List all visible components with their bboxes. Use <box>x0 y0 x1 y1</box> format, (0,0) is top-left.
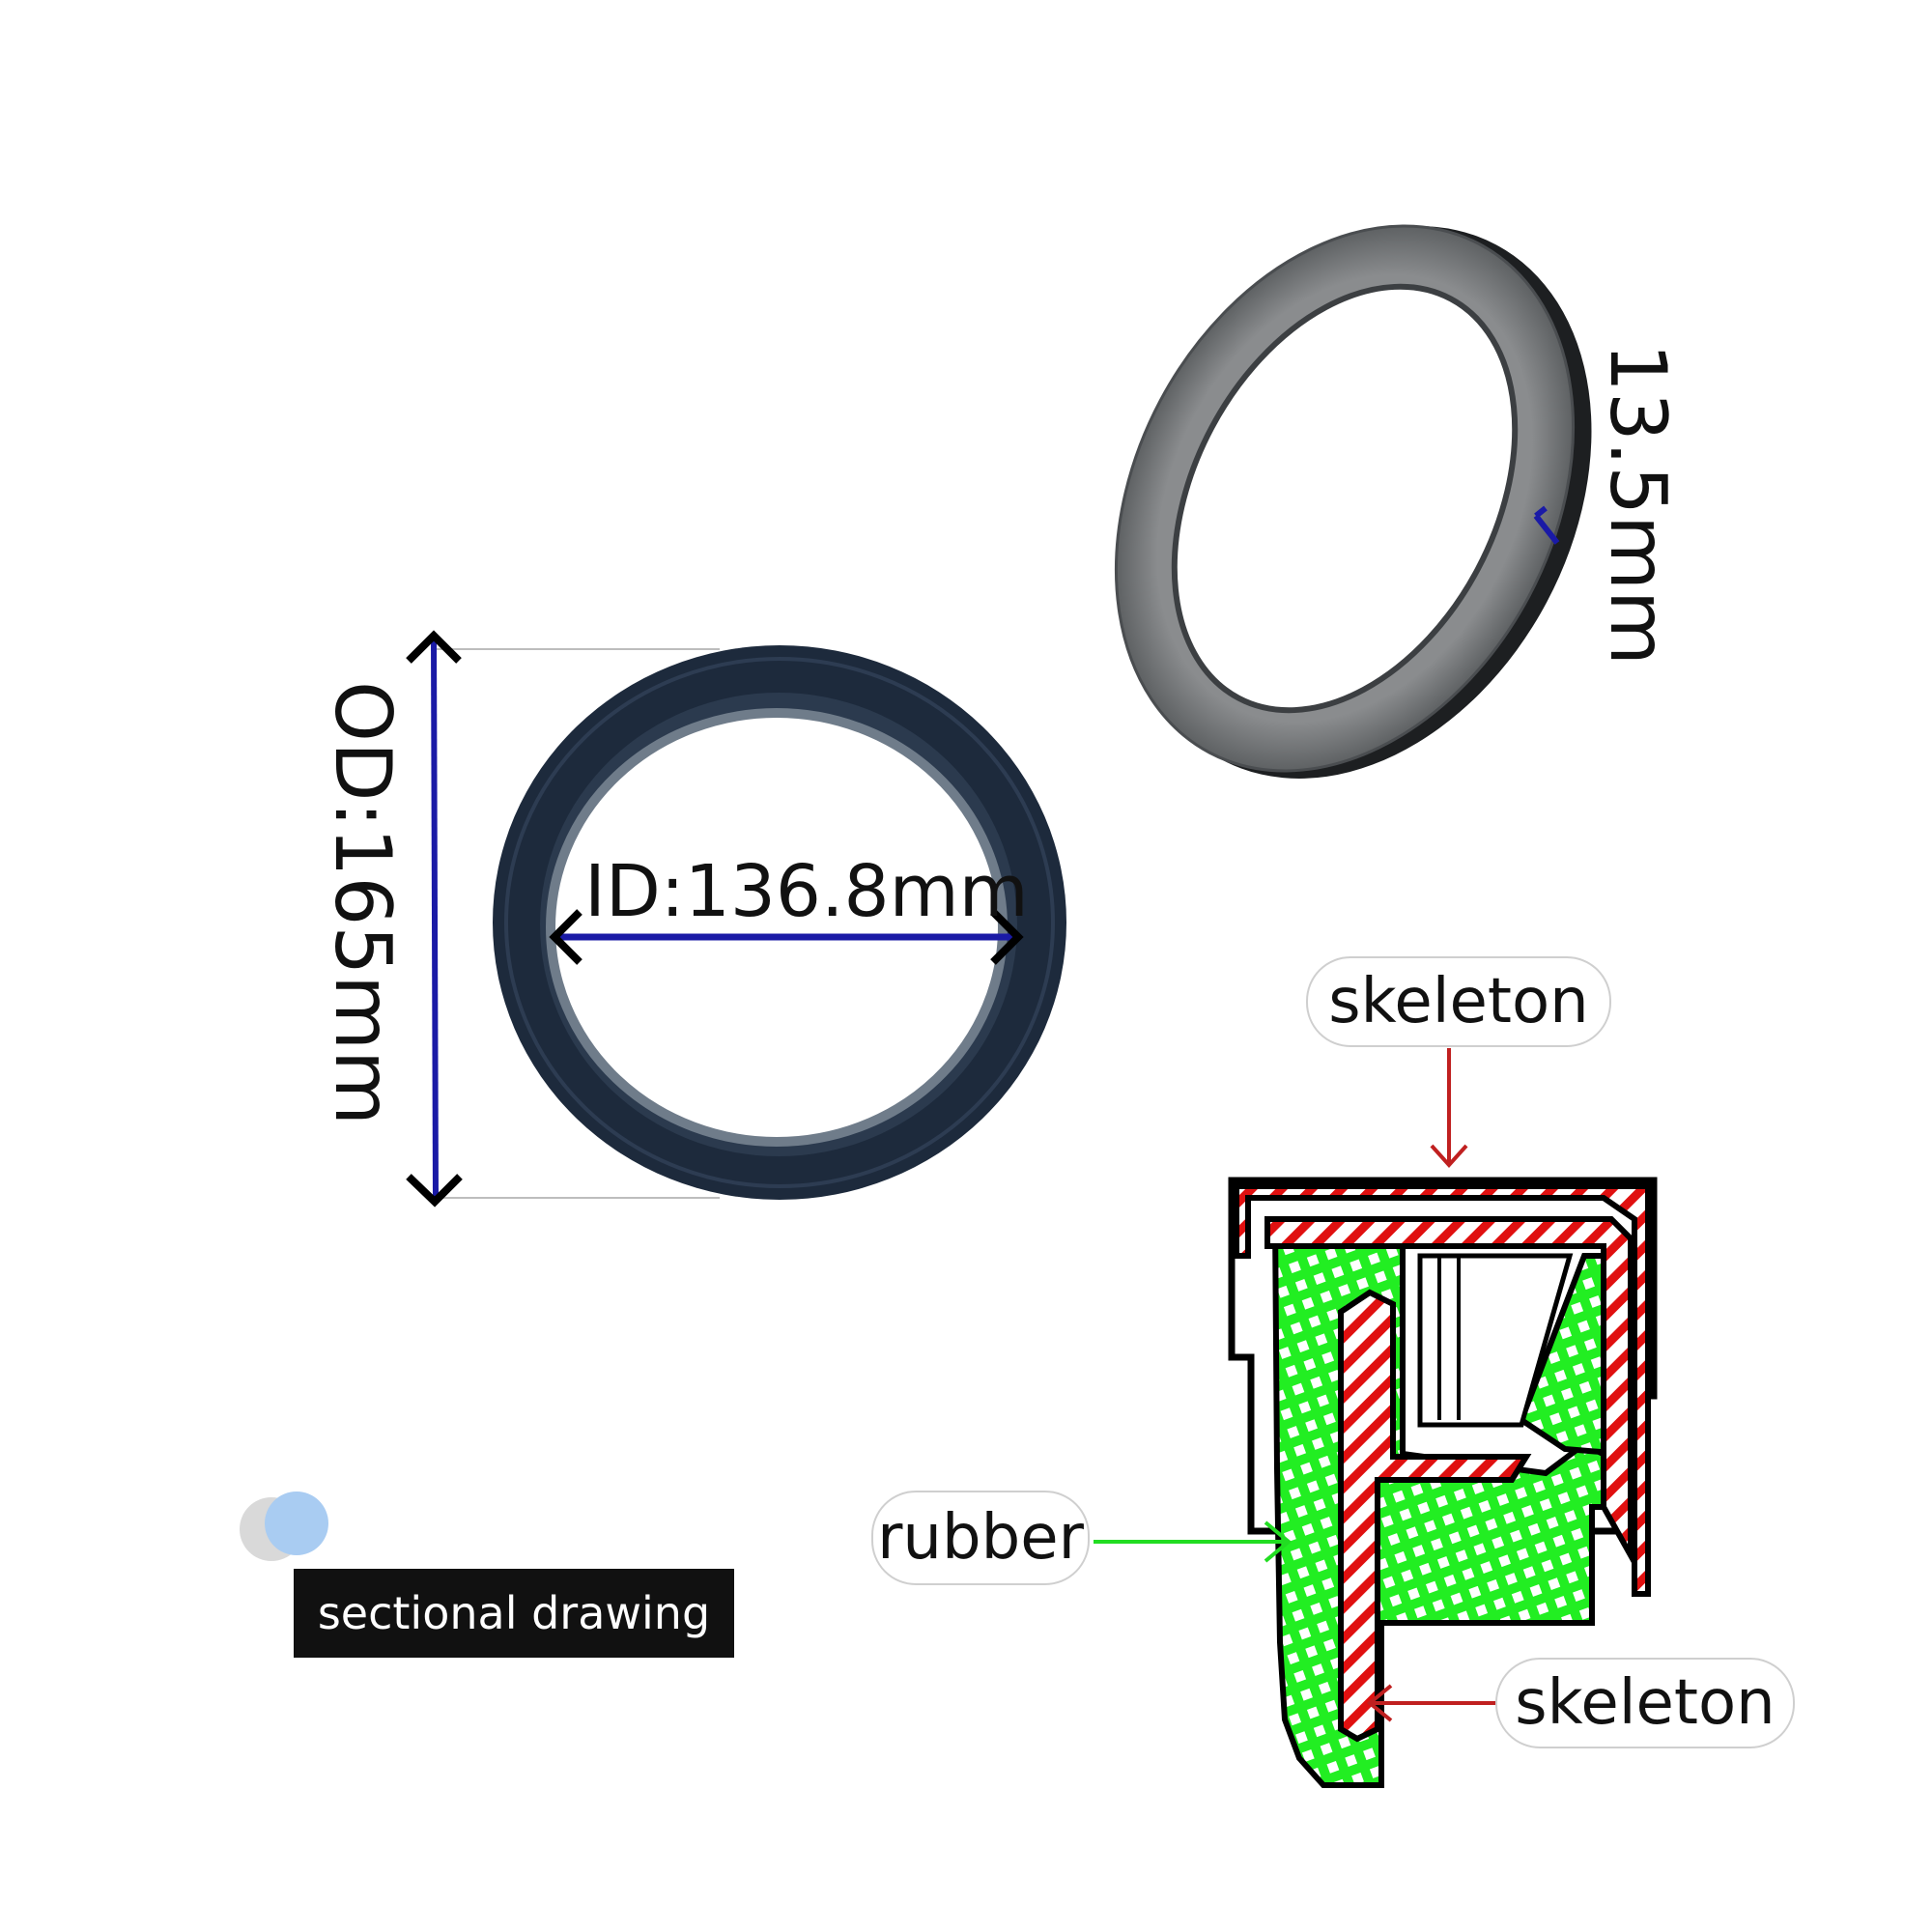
side-view-seal <box>1114 224 1592 779</box>
skeleton-bottom-callout: skeleton <box>1495 1658 1795 1748</box>
sectional-drawing-label: sectional drawing <box>294 1569 734 1658</box>
skeleton-top-callout: skeleton <box>1306 956 1611 1047</box>
thickness-label: 13.5mm <box>1593 343 1683 666</box>
id-label: ID:136.8mm <box>584 850 1029 933</box>
skeleton-outer-section <box>1234 1183 1651 1597</box>
skeleton-top-arrow <box>1430 1048 1468 1168</box>
sectional-drawing <box>1228 1177 1658 1788</box>
rubber-arrow <box>1094 1520 1293 1563</box>
front-view-seal <box>493 645 1066 1200</box>
legend-dot <box>240 1492 336 1569</box>
od-dimension <box>406 630 720 1208</box>
skeleton-inner-section <box>1338 1289 1532 1743</box>
skeleton-bottom-arrow <box>1366 1684 1495 1722</box>
id-dimension <box>549 909 1024 965</box>
thickness-arrow <box>1533 505 1560 545</box>
od-label: OD:165mm <box>318 681 408 1125</box>
rubber-callout: rubber <box>871 1491 1090 1585</box>
